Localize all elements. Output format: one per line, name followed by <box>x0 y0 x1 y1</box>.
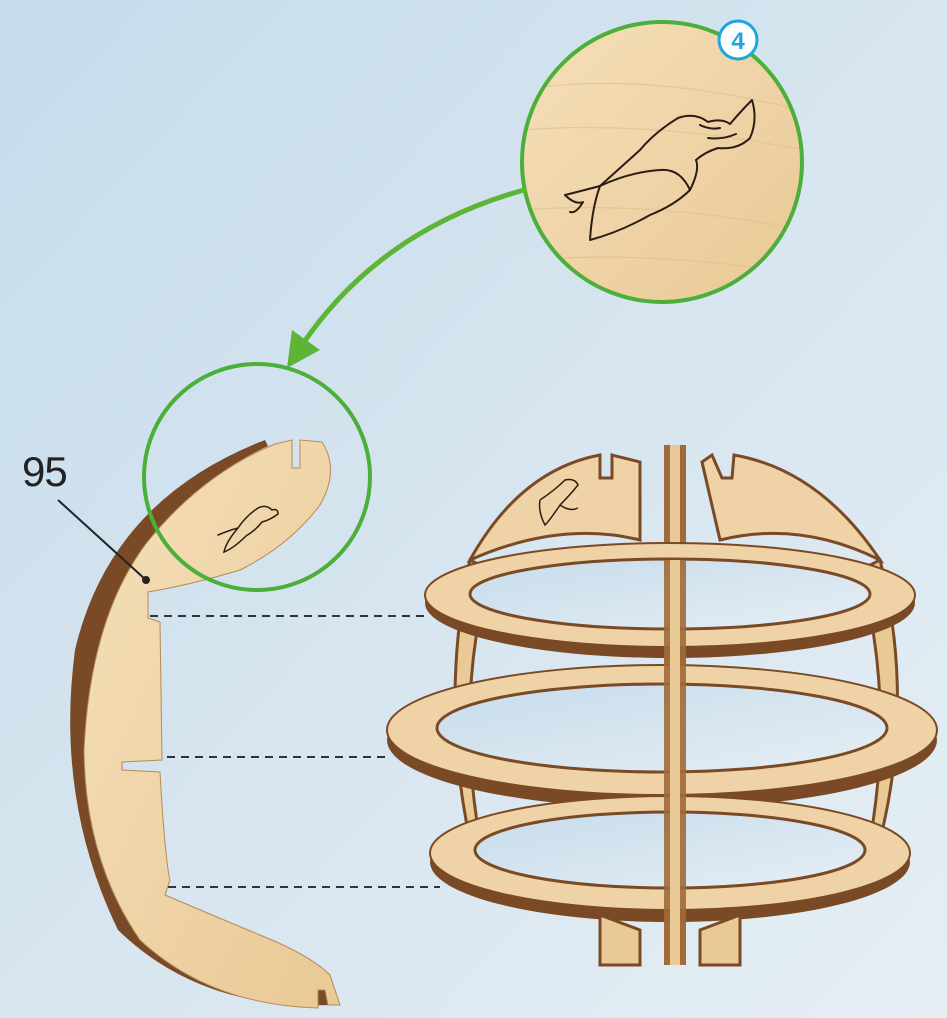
part-number-label: 95 <box>22 448 67 496</box>
detail-zoom-circle <box>520 22 805 302</box>
step-badge: 4 <box>719 21 757 59</box>
ring-middle <box>387 665 937 808</box>
step-number: 4 <box>731 28 745 55</box>
